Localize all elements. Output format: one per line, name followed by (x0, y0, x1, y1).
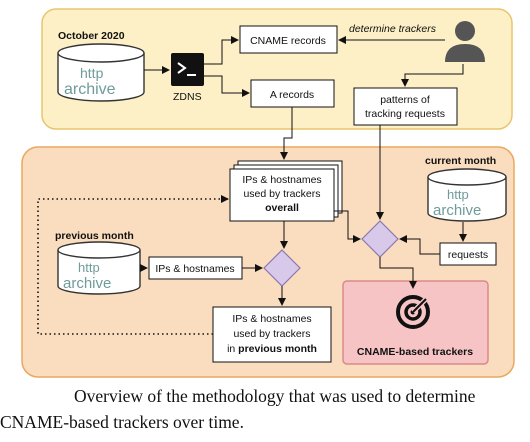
arrow-user-to-patterns (401, 64, 464, 87)
arrow-diamond-to-result (379, 257, 417, 289)
previous-trackers-line3-b: previous month (238, 343, 317, 355)
feedback-loop-dotted (37, 195, 229, 335)
result-label: CNAME-based trackers (357, 346, 473, 358)
overall-label-line2: used by trackers (243, 188, 320, 200)
previous-trackers-box (212, 306, 332, 363)
top-panel-title: October 2020 (58, 30, 125, 42)
a-records-box (250, 79, 335, 108)
arrow-requests-to-diamond (399, 235, 440, 255)
previous-trackers-line1: IPs & hostnames (232, 313, 311, 325)
caption-line2: CNAME-based trackers over time. (0, 412, 244, 432)
requests-label: requests (448, 249, 488, 261)
previous-trackers-line2: used by trackers (233, 328, 310, 340)
previous-trackers-line3: in previous month (227, 343, 317, 355)
current-month-label: current month (425, 155, 496, 167)
previous-archive-http: http (78, 260, 100, 275)
arrow-terminal-to-a (204, 75, 250, 97)
methodology-diagram: October 2020 http archive ZDNS CNAME rec… (21, 8, 515, 378)
overall-label-line1: IPs & hostnames (242, 174, 321, 186)
a-records-label: A records (270, 89, 314, 101)
previous-archive-archive: archive (63, 275, 111, 292)
patterns-box (353, 87, 458, 126)
figure-caption: Overview of the methodology that was use… (0, 383, 530, 435)
previous-trackers-line3-a: in (227, 343, 238, 355)
patterns-label-line1: patterns of (380, 94, 430, 106)
caption-line1: Overview of the methodology that was use… (74, 386, 476, 406)
cname-records-box (239, 25, 338, 54)
zdns-label: ZDNS (173, 91, 202, 103)
user-icon (445, 21, 485, 62)
database-icon: http archive (57, 241, 141, 295)
database-icon: http archive (427, 168, 507, 222)
current-archive-http: http (447, 187, 469, 202)
patterns-label-line2: tracking requests (365, 108, 445, 120)
terminal-icon (171, 53, 204, 86)
previous-month-label: previous month (55, 230, 134, 242)
archive-logo-archive: archive (64, 81, 116, 98)
arrow-a-records-to-overall (280, 107, 293, 160)
determine-trackers-label: determine trackers (349, 23, 437, 35)
overall-label-line3: overall (265, 202, 299, 214)
archive-logo-http: http (80, 65, 104, 81)
ips-hostnames-label: IPs & hostnames (155, 263, 234, 275)
overall-box (229, 168, 335, 222)
current-archive-archive: archive (433, 202, 481, 219)
arrow-terminal-to-cname (204, 36, 239, 65)
target-icon (396, 295, 430, 329)
arrow-overall-to-diamond (334, 210, 361, 243)
database-icon: http archive (57, 43, 145, 102)
cname-records-label: CNAME records (250, 35, 326, 47)
